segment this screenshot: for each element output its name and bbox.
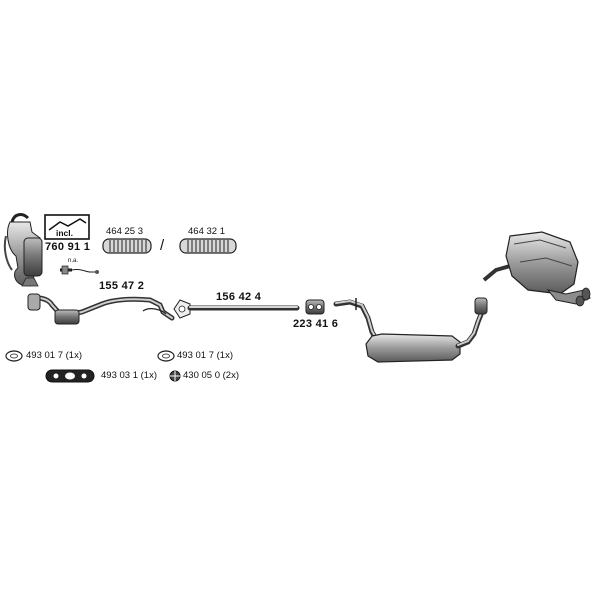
hardware-flange-gasket: 493 03 1 (1x)	[101, 370, 157, 381]
part-number-front-pipe: 155 47 2	[99, 280, 145, 292]
flange-gasket	[173, 299, 191, 319]
part-number-middle-pipe: 156 42 4	[216, 291, 262, 303]
hardware-gasket-ring-2: 493 01 7 (1x)	[177, 350, 233, 361]
rear-clamp[interactable]	[474, 297, 488, 315]
rear-silencer[interactable]	[482, 231, 591, 307]
clamp-connector[interactable]	[305, 299, 325, 315]
alternative-separator: /	[160, 237, 165, 254]
flange-gasket-icon	[45, 369, 95, 383]
flex-pipe-464321[interactable]	[179, 238, 237, 254]
part-number-flex-pipe-a: 464 25 3	[106, 226, 143, 237]
lambda-sensor[interactable]	[60, 265, 99, 275]
hardware-nut: 430 05 0 (2x)	[183, 370, 239, 381]
catalytic-converter[interactable]	[3, 213, 43, 287]
part-number-catalytic-converter: 760 91 1	[45, 241, 91, 253]
installation-kit-icon	[44, 214, 90, 240]
middle-pipe[interactable]	[187, 305, 300, 311]
hardware-gasket-ring-1: 493 01 7 (1x)	[26, 350, 82, 361]
incl-label: incl.	[56, 228, 74, 238]
gasket-ring-icon	[5, 350, 23, 362]
gasket-ring-icon	[157, 350, 175, 362]
part-number-clamp-connector: 223 41 6	[293, 318, 339, 330]
nut-icon	[169, 370, 181, 382]
part-number-flex-pipe-b: 464 32 1	[188, 226, 225, 237]
na-label: n.a.	[68, 258, 79, 264]
flex-pipe-464253[interactable]	[102, 238, 152, 254]
front-pipe[interactable]	[27, 293, 175, 325]
center-silencer[interactable]	[333, 298, 485, 363]
